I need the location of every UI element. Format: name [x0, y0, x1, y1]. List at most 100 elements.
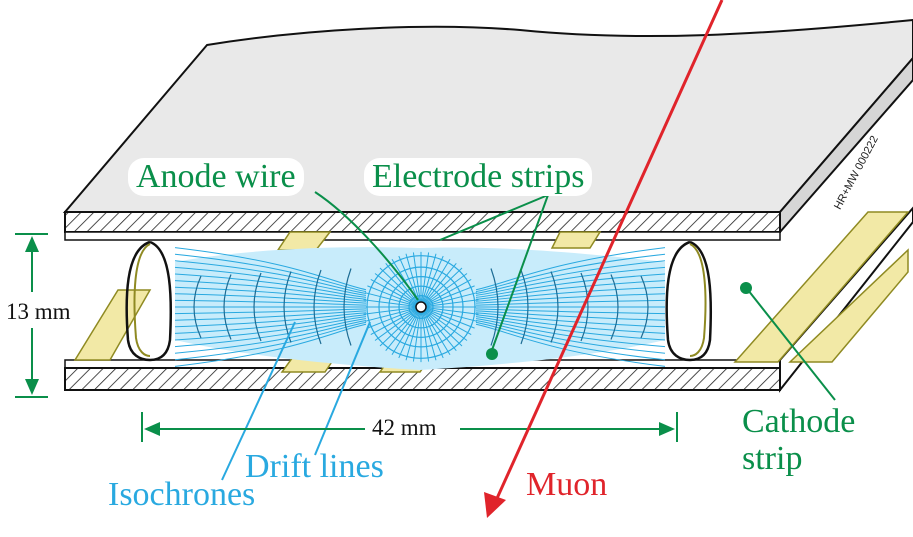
drift-line	[174, 260, 367, 294]
isochrone	[366, 255, 476, 359]
drift-line	[420, 306, 479, 315]
drift-line	[370, 306, 422, 336]
drift-line	[174, 286, 367, 302]
drift-line	[475, 299, 666, 306]
drift-line	[420, 278, 472, 308]
drift-line	[420, 292, 478, 308]
drift-line	[174, 310, 367, 321]
drift-line	[475, 314, 666, 334]
drift-line	[174, 299, 367, 306]
top-plate	[62, 18, 913, 241]
drift-line	[420, 299, 479, 308]
dimension-13mm	[15, 233, 48, 398]
muon-label: Muon	[526, 466, 608, 503]
width-label: 42 mm	[372, 415, 437, 440]
drift-line	[405, 306, 422, 361]
drift-line	[174, 321, 367, 361]
drift-line	[475, 253, 666, 293]
isochrone	[520, 269, 529, 345]
drift-line	[420, 273, 468, 308]
drift-line	[398, 306, 422, 359]
drift-line	[364, 306, 422, 322]
drift-line	[374, 306, 422, 341]
height-label: 13 mm	[4, 299, 73, 324]
anode-wire-dot	[415, 301, 427, 313]
drift-line	[475, 247, 666, 291]
drift-line	[420, 306, 478, 322]
cathode-strip-label-line1: Cathode	[742, 403, 856, 440]
drift-line	[420, 306, 437, 361]
drift-line	[475, 273, 666, 298]
isochrone	[610, 274, 619, 340]
electrode-strips-label: Electrode strips	[364, 158, 593, 196]
drift-line	[475, 266, 666, 296]
drift-line	[363, 306, 422, 315]
pointer-lines	[221, 191, 836, 481]
drift-line	[475, 308, 666, 315]
drift-line	[174, 253, 367, 293]
drift-line	[475, 286, 666, 302]
drift-line	[174, 316, 367, 341]
drift-line	[374, 273, 422, 308]
drift-line	[420, 259, 451, 308]
isochrones-label: Isochrones	[108, 476, 256, 513]
drift-line	[475, 310, 666, 321]
drift-line	[405, 253, 422, 308]
isochrone	[490, 268, 499, 346]
isochrone	[388, 276, 454, 339]
isochrone	[313, 269, 322, 345]
isochrone	[223, 274, 232, 340]
drift-line	[367, 306, 422, 329]
isochrone	[253, 272, 262, 342]
isochrone	[398, 285, 444, 329]
isochrone	[640, 275, 649, 339]
drift-line	[412, 252, 422, 308]
drift-line	[475, 280, 666, 300]
drift-line	[420, 253, 437, 308]
drift-line	[174, 273, 367, 298]
drift-line	[475, 316, 666, 341]
drift-line	[174, 247, 367, 291]
drift-line	[420, 306, 451, 355]
drift-line	[420, 306, 430, 362]
drift-line	[174, 318, 367, 348]
drift-line	[420, 262, 457, 308]
drift-line	[475, 320, 666, 354]
drift-line	[475, 321, 666, 361]
drift-line	[475, 260, 666, 294]
drift-line	[475, 312, 666, 328]
drift-line	[475, 293, 666, 304]
drift-line	[363, 299, 422, 308]
muon-track	[484, 0, 724, 518]
drift-line	[475, 323, 666, 367]
drift-line	[174, 323, 367, 367]
drift-line	[174, 266, 367, 296]
isochrone	[193, 275, 202, 339]
drift-line	[420, 255, 444, 308]
drift-line	[174, 280, 367, 300]
drift-line	[420, 306, 457, 352]
drift-line	[174, 293, 367, 304]
drift-line	[364, 292, 422, 308]
drift-line	[420, 306, 475, 329]
drift-line	[174, 308, 367, 315]
isochrone	[343, 268, 352, 346]
drift-line	[420, 306, 472, 336]
drift-line	[385, 306, 422, 352]
isochrone	[408, 295, 434, 320]
drift-line	[174, 314, 367, 334]
drift-line	[391, 306, 422, 355]
anode-wire-label: Anode wire	[128, 158, 304, 196]
drift-line	[379, 267, 422, 308]
drift-line	[420, 267, 463, 308]
drift-line	[379, 306, 422, 347]
drift-lines-label: Drift lines	[245, 448, 384, 485]
drift-line	[420, 285, 475, 308]
dimension-42mm	[141, 412, 678, 442]
drift-line	[420, 252, 430, 308]
i-beams	[125, 240, 713, 362]
drift-line	[475, 318, 666, 348]
drift-line	[420, 306, 468, 341]
drift-line	[174, 312, 367, 328]
